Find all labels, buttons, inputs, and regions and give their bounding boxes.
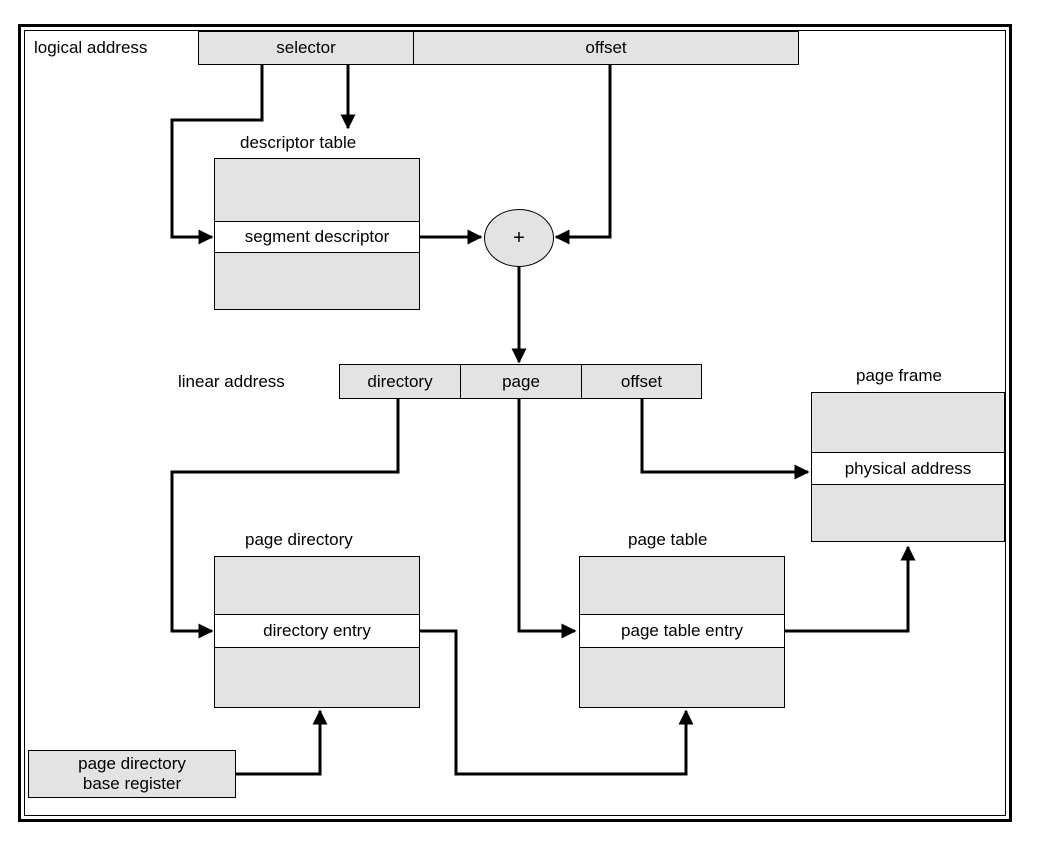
- arrow-selector-to-segment-descriptor: [170, 64, 264, 245]
- logical-address-label: logical address: [34, 38, 148, 57]
- arrow-direntry-to-pagetable: [420, 629, 694, 776]
- linear-offset-field: offset: [581, 364, 702, 399]
- pdbr-line-2: base register: [82, 774, 182, 793]
- arrow-pdbr-to-pagedirectory: [236, 709, 328, 776]
- arrow-offset-to-physical: [640, 398, 810, 480]
- segment-descriptor-entry: segment descriptor: [215, 221, 419, 253]
- arrow-tableentry-to-pageframe: [785, 545, 916, 633]
- page-table-title: page table: [628, 530, 708, 549]
- page-directory-title: page directory: [245, 530, 353, 549]
- page-frame-title: page frame: [856, 366, 942, 385]
- linear-address-label: linear address: [178, 372, 285, 391]
- descriptor-table-title: descriptor table: [240, 133, 357, 152]
- inner-frame: [24, 30, 1006, 816]
- selector-field: selector: [198, 31, 414, 65]
- outer-frame: [18, 24, 1012, 822]
- logical-offset-field: offset: [413, 31, 799, 65]
- directory-field: directory: [339, 364, 461, 399]
- pdbr-line-1: page directory: [78, 753, 186, 773]
- physical-address-entry: physical address: [812, 452, 1004, 485]
- directory-entry: directory entry: [215, 614, 419, 648]
- arrow-page-to-table-entry: [517, 398, 577, 639]
- arrow-offset-to-adder: [554, 64, 612, 245]
- arrow-directory-to-entry: [170, 398, 400, 639]
- page-table-entry: page table entry: [580, 614, 784, 648]
- page-directory-base-register: page directory base register: [28, 750, 236, 798]
- page-field: page: [460, 364, 582, 399]
- adder-circle: +: [484, 209, 554, 267]
